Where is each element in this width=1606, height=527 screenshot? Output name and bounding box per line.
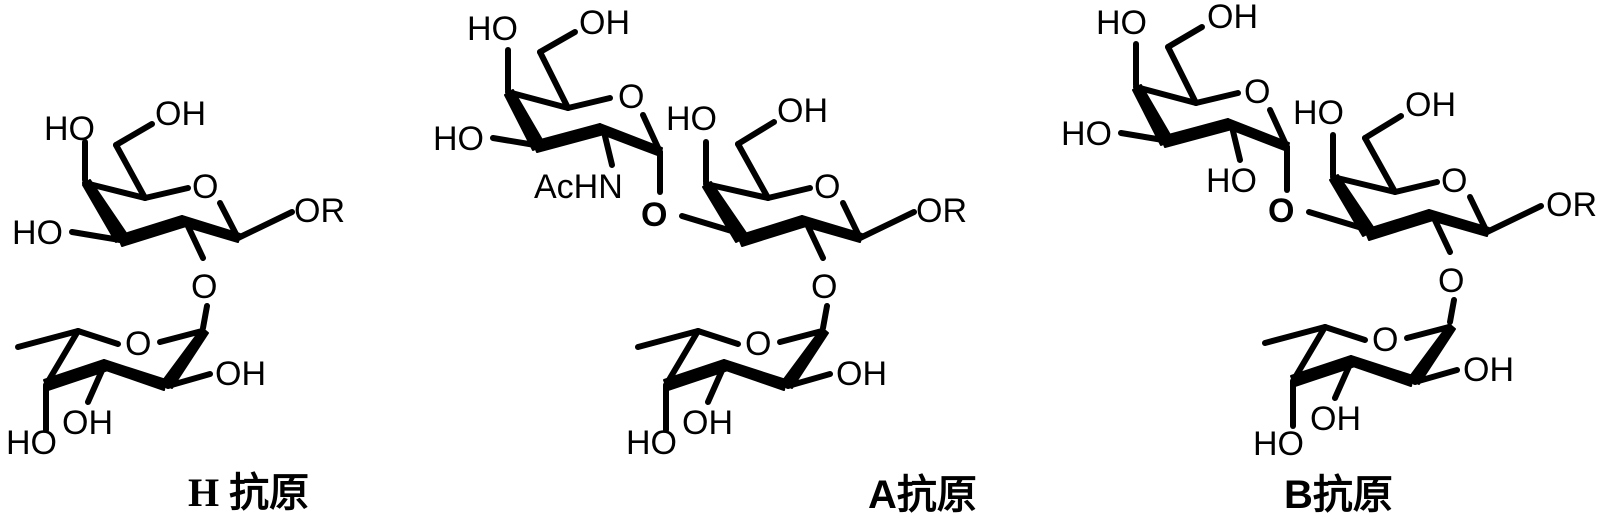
a-galnac-ring (490, 29, 663, 195)
b-terminal-gal-c2-oh: HO (1206, 162, 1257, 200)
a-fuc-c3-oh: OH (682, 404, 733, 442)
b-fucose-ring (1262, 323, 1460, 429)
b-fuc-c4-oh: HO (1253, 425, 1304, 463)
a-galnac-c3-oh: HO (433, 120, 484, 158)
a-gal-c6-oh: OH (777, 92, 828, 130)
a-galnac-c6-oh: OH (579, 4, 630, 42)
b-terminal-gal-link-oxygen: O (1268, 192, 1294, 230)
b-terminal-gal-c6-oh: OH (1207, 0, 1258, 36)
a-antigen-structure: O O (433, 4, 977, 517)
h-fuc-c2-oh: OH (215, 355, 266, 393)
h-gal-c3-oh: HO (12, 214, 63, 252)
a-galnac-link-oxygen: O (641, 196, 667, 234)
a-gal-ring-oxygen: O (814, 168, 840, 206)
b-terminal-galactose-ring (1118, 24, 1290, 193)
b-fuc-c2-oh: OH (1463, 351, 1514, 389)
b-terminal-gal-c4-oh: HO (1096, 4, 1147, 42)
h-fuc-c4-oh: HO (6, 424, 57, 462)
a-galnac-c2-nhac: AcHN (534, 168, 623, 206)
a-galactose-ring (702, 119, 917, 261)
b-gal-c6-oh: OH (1405, 86, 1456, 124)
b-fuc-c3-oh: OH (1310, 400, 1361, 438)
h-antigen-structure: O HO OH O HO OR O OH OH HO H 抗原 (6, 95, 345, 515)
b-galactose-ring (1329, 113, 1544, 255)
b-anomeric-or: OR (1546, 186, 1597, 224)
h-gal-ring-oxygen: O (192, 168, 218, 206)
h-fucose-ring (15, 327, 213, 433)
b-terminal-gal-c3-oh: HO (1061, 115, 1112, 153)
a-galnac-ring-oxygen: O (618, 78, 644, 116)
h-anomeric-or: OR (294, 192, 345, 230)
a-link-oxygen: O (811, 268, 837, 306)
b-link-oxygen: O (1438, 262, 1464, 300)
h-antigen-caption: H 抗原 (188, 470, 309, 515)
b-gal-ring-oxygen: O (1441, 162, 1467, 200)
a-fucose-ring (635, 327, 833, 433)
b-fuc-ring-oxygen: O (1372, 321, 1398, 359)
h-fuc-ring-oxygen: O (125, 325, 151, 363)
a-fuc-c2-oh: OH (836, 355, 887, 393)
a-anomeric-or: OR (916, 192, 967, 230)
h-gal-c4-oh: HO (44, 110, 95, 148)
a-fuc-ring-oxygen: O (745, 325, 771, 363)
h-fuc-c3-oh: OH (62, 404, 113, 442)
h-gal-c6-oh: OH (155, 95, 206, 133)
a-fuc-c4-oh: HO (626, 424, 677, 462)
a-gal-c4-oh: HO (666, 100, 717, 138)
a-galnac-c4-oh: HO (467, 10, 518, 48)
a-antigen-caption: A抗原 (868, 473, 977, 517)
h-galactose-ring (69, 121, 295, 261)
b-antigen-structure: O O (1061, 0, 1597, 517)
b-terminal-gal-ring-oxygen: O (1244, 73, 1270, 111)
h-link-oxygen: O (191, 268, 217, 306)
b-antigen-caption: B抗原 (1284, 473, 1393, 517)
b-gal-c4-oh: HO (1293, 94, 1344, 132)
